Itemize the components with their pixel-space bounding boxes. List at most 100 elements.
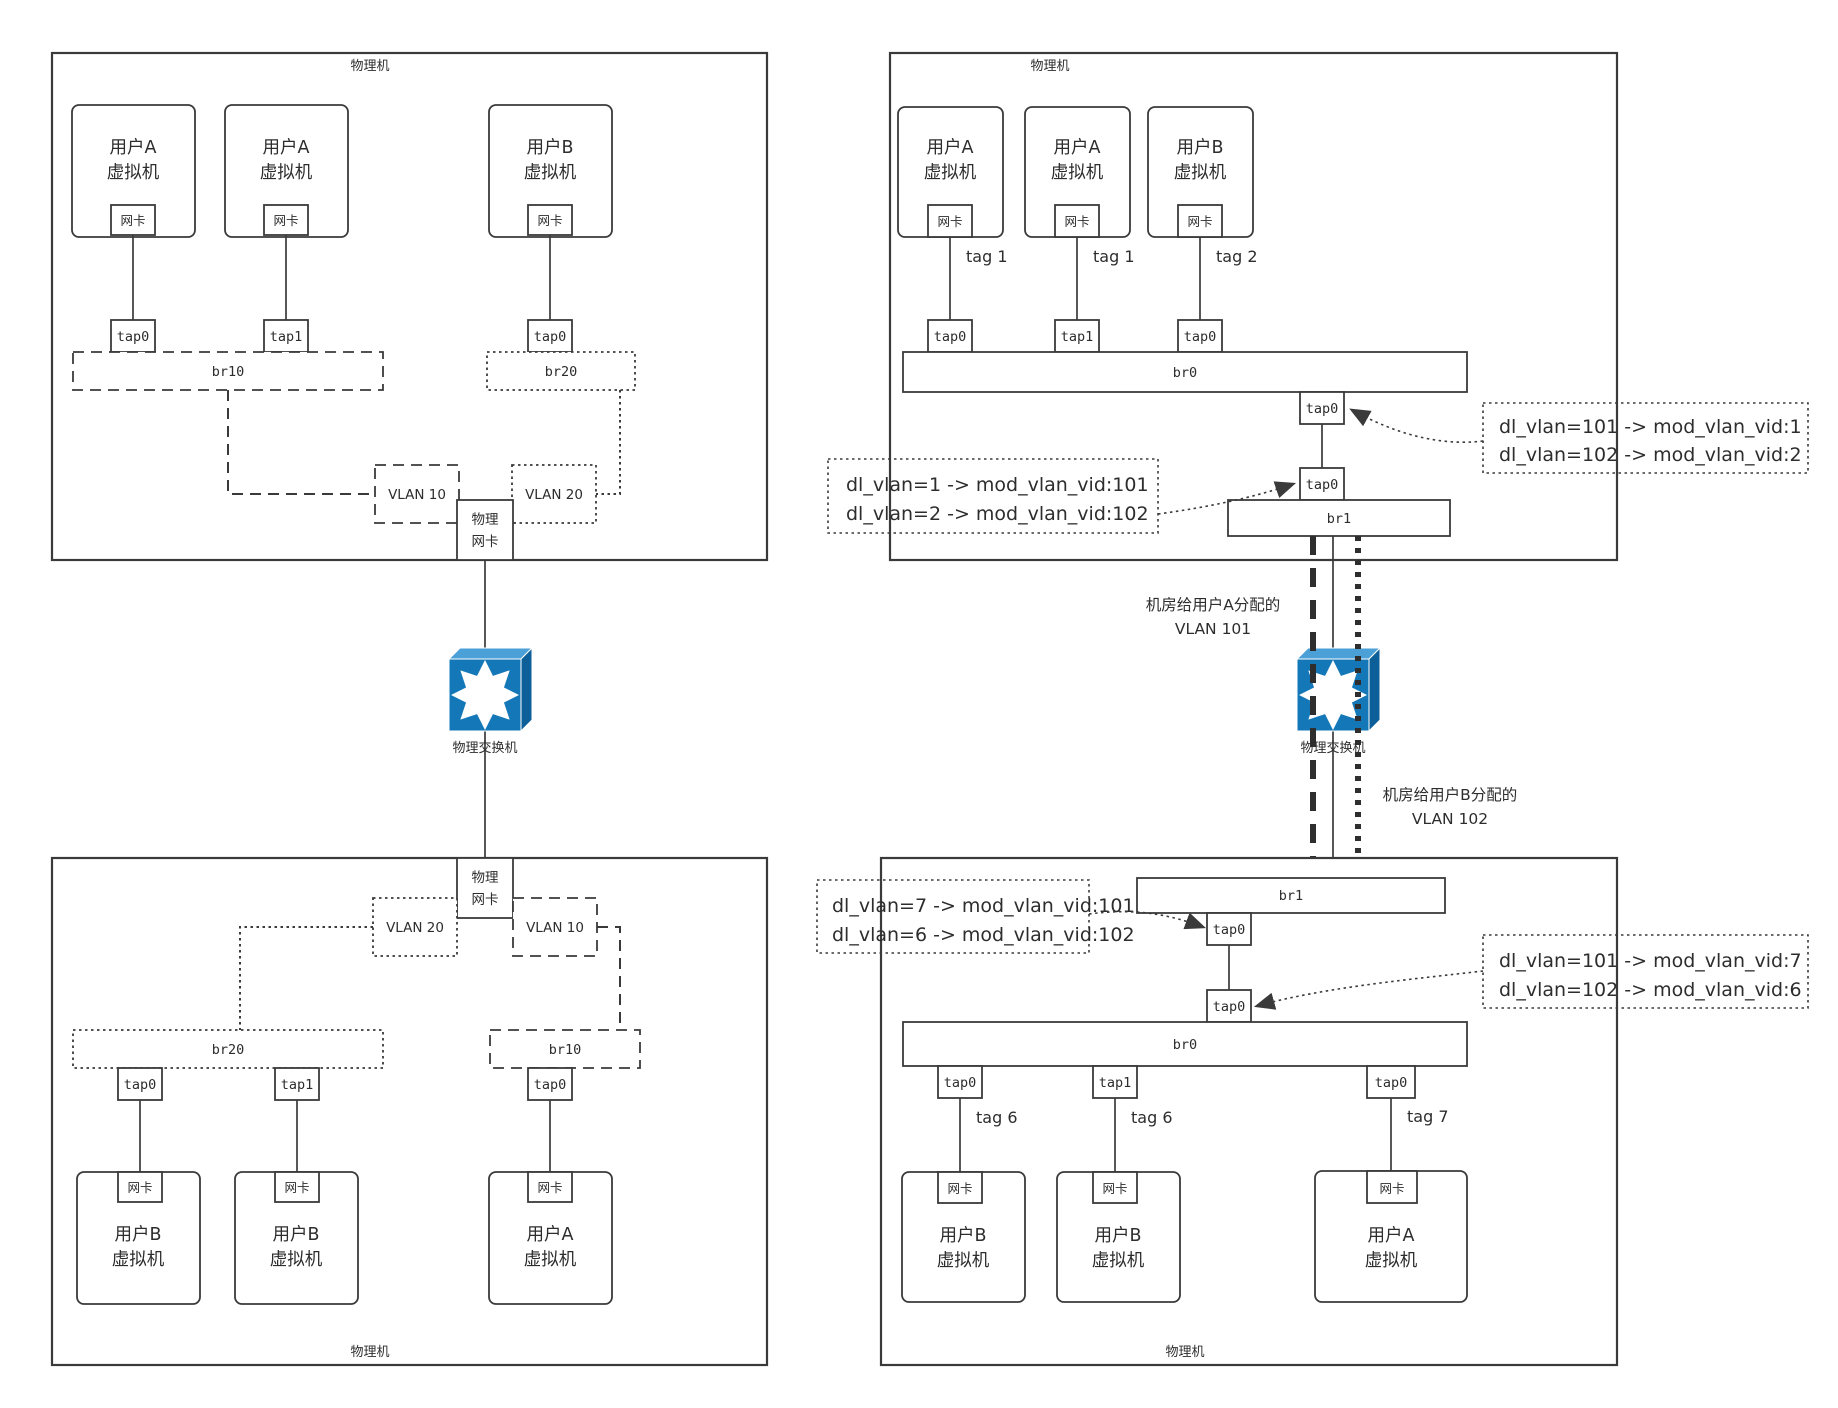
right-bottom-physical-machine: 物理机 br1 tap0 tap0 br0 tap0 tap1 tap0 tag… (879, 856, 1619, 1367)
nic-label: 网卡 (273, 213, 298, 228)
bridge-br10 (72, 351, 384, 391)
tap-label: tap0 (1306, 401, 1339, 417)
vlan10-box (374, 464, 460, 524)
nic-box (1054, 204, 1100, 238)
flow-rule-box (1482, 402, 1809, 474)
vlan10-to-br10-connector (597, 926, 621, 1030)
flow-rule-pointer (1088, 910, 1206, 930)
vlan102-note-line1: 机房给用户B分配的 (1383, 786, 1518, 804)
tap-label: tap0 (1213, 999, 1246, 1015)
vm-type-label: 虚拟机 (107, 163, 160, 183)
flow-rule-annotation-top-down: dl_vlan=1 -> mod_vlan_vid:101 dl_vlan=2 … (827, 458, 1297, 534)
tap-label: tap1 (1061, 329, 1094, 345)
flow-rule-annotation-bottom-down: dl_vlan=7 -> mod_vlan_vid:101 dl_vlan=6 … (816, 879, 1206, 954)
flow-rule-box (816, 879, 1090, 954)
vlan-tag-label: tag 7 (1407, 1107, 1449, 1126)
nic-label: 网卡 (537, 213, 562, 228)
nic-box (527, 1171, 573, 1203)
tap-box (1366, 1065, 1416, 1099)
physical-nic-box (456, 499, 514, 561)
vlan-label: VLAN 10 (526, 920, 584, 936)
vm-owner-label: 用户A (263, 138, 310, 158)
bridge-label: br1 (1327, 511, 1351, 527)
flow-rule-text: dl_vlan=101 -> mod_vlan_vid:1 (1499, 416, 1802, 438)
tap-label: tap0 (1184, 329, 1217, 345)
physical-switch-icon-left (449, 648, 532, 731)
tap-label: tap0 (944, 1075, 977, 1091)
vm-owner-label: 用户A (1054, 138, 1101, 158)
nic-box (274, 1171, 320, 1203)
vlan20-box (511, 464, 597, 524)
bridge-label: br20 (545, 364, 578, 380)
bridge-label: br20 (212, 1042, 245, 1058)
vlan-label: VLAN 20 (386, 920, 444, 936)
tap-box (527, 1067, 573, 1101)
nic-label: 网卡 (120, 213, 145, 228)
vm-owner-label: 用户A (527, 1225, 574, 1245)
bridge-label: br10 (549, 1042, 582, 1058)
flow-rule-annotation-bottom-up: dl_vlan=101 -> mod_vlan_vid:7 dl_vlan=10… (1253, 934, 1809, 1010)
physical-nic-label-line2: 网卡 (472, 534, 499, 550)
right-top-physical-machine: 物理机 用户A 虚拟机 网卡 tag 1 tap0 用户A 虚拟机 网卡 tag… (888, 51, 1619, 562)
nic-label: 网卡 (1187, 214, 1212, 229)
physical-nic-label-line1: 物理 (472, 870, 499, 886)
tap-label: tap0 (1375, 1075, 1408, 1091)
vlan-tag-label: tag 6 (1131, 1108, 1173, 1127)
br10-to-vlan10-connector (227, 390, 375, 495)
vm-owner-label: 用户A (927, 138, 974, 158)
tap-box (1092, 1065, 1138, 1099)
flow-rule-text: dl_vlan=6 -> mod_vlan_vid:102 (832, 924, 1135, 946)
nic-label: 网卡 (947, 1181, 972, 1196)
nic-box (117, 1171, 163, 1203)
nic-label: 网卡 (1102, 1181, 1127, 1196)
machine-title: 物理机 (1030, 59, 1069, 74)
bridge-br1 (1136, 877, 1446, 914)
vlan-label: VLAN 10 (388, 487, 446, 503)
bridge-br10 (489, 1029, 641, 1069)
vm-type-label: 虚拟机 (524, 1250, 577, 1270)
vm-owner-label: 用户B (272, 1225, 319, 1245)
vm-owner-label: 用户B (114, 1225, 161, 1245)
bridge-br20 (72, 1029, 384, 1069)
flow-rule-text: dl_vlan=1 -> mod_vlan_vid:101 (846, 474, 1149, 496)
nic-box (927, 204, 973, 238)
nic-label: 网卡 (537, 1180, 562, 1195)
tap-label: tap0 (1306, 477, 1339, 493)
nic-label: 网卡 (937, 214, 962, 229)
tap-label: tap0 (534, 329, 567, 345)
vlan-tag-label: tag 1 (1093, 247, 1135, 266)
flow-rule-text: dl_vlan=102 -> mod_vlan_vid:2 (1499, 444, 1802, 466)
bridge-br1 (1227, 499, 1451, 537)
nic-box (110, 204, 156, 236)
flow-rule-text: dl_vlan=102 -> mod_vlan_vid:6 (1499, 979, 1802, 1001)
vm-type-label: 虚拟机 (1174, 163, 1227, 183)
flow-rule-annotation-top-up: dl_vlan=101 -> mod_vlan_vid:1 dl_vlan=10… (1349, 402, 1809, 474)
vm-owner-label: 用户A (1368, 1226, 1415, 1246)
vm-owner-label: 用户B (1094, 1226, 1141, 1246)
vm-owner-label: 用户B (526, 138, 573, 158)
left-top-physical-machine: 物理机 用户A 虚拟机 网卡 tap0 用户A 虚拟机 网卡 tap1 用户B … (50, 51, 769, 562)
bridge-br0 (902, 1021, 1468, 1067)
nic-box (1092, 1171, 1138, 1204)
vm-type-label: 虚拟机 (1092, 1251, 1145, 1271)
nic-box (1177, 204, 1223, 238)
vlan20-box (372, 897, 458, 957)
vm-owner-label: 用户B (1176, 138, 1223, 158)
machine-title: 物理机 (350, 59, 389, 74)
br20-to-vlan20-connector (596, 390, 621, 495)
bridge-br20 (486, 351, 636, 391)
nic-label: 网卡 (1064, 214, 1089, 229)
vm-type-label: 虚拟机 (937, 1251, 990, 1271)
nic-box (527, 204, 573, 236)
machine-title: 物理机 (350, 1345, 389, 1360)
vlan-tag-label: tag 6 (976, 1108, 1018, 1127)
flow-rule-box (827, 458, 1159, 534)
flow-rule-text: dl_vlan=2 -> mod_vlan_vid:102 (846, 503, 1149, 525)
flow-rule-text: dl_vlan=7 -> mod_vlan_vid:101 (832, 895, 1135, 917)
vm-owner-label: 用户A (110, 138, 157, 158)
vm-type-label: 虚拟机 (260, 163, 313, 183)
vlan-tag-label: tag 1 (966, 247, 1008, 266)
tap-label: tap0 (1213, 922, 1246, 938)
flow-rule-box (1482, 934, 1809, 1009)
tap-label: tap1 (1099, 1075, 1132, 1091)
